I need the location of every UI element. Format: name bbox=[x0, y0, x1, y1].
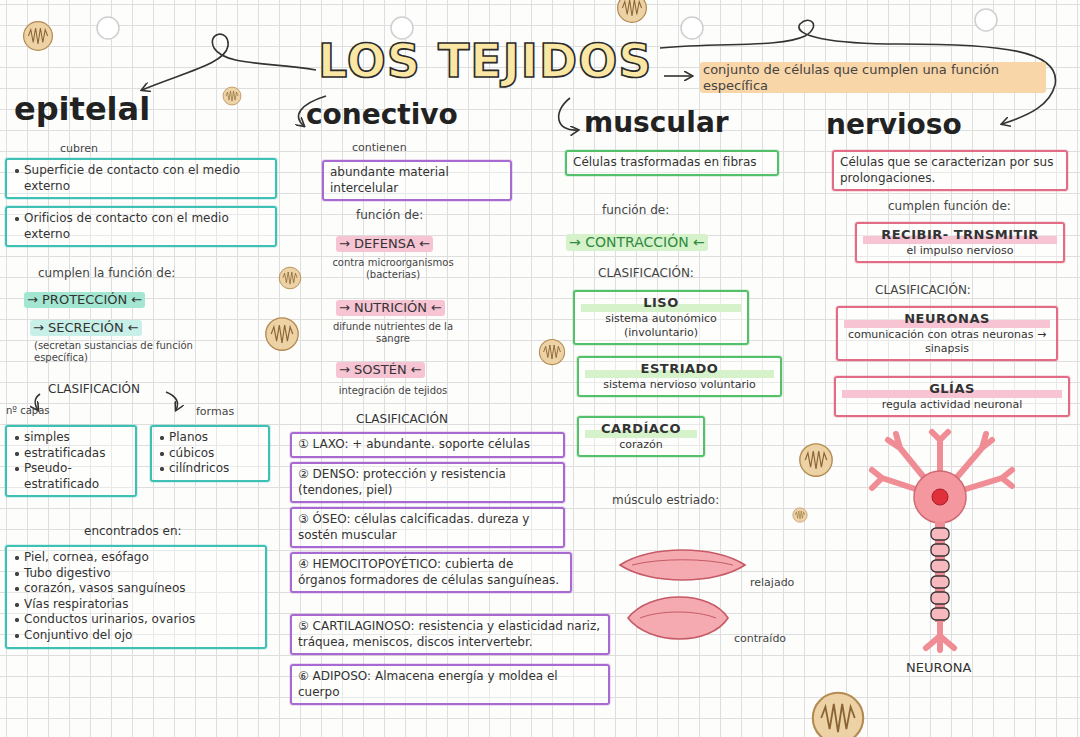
note-label: → CONTRACCIÓN ← bbox=[566, 234, 708, 251]
note-box: Células que se caracterizan por sus prol… bbox=[832, 150, 1068, 191]
box-text: Conductos urinarios, ovarios bbox=[13, 612, 259, 628]
note-label: difunde nutrientes de la sangre bbox=[318, 321, 468, 345]
box-heading: RECIBIR- TRNSMITIR bbox=[863, 227, 1057, 244]
note-box: NEURONAScomunicación con otras neuronas … bbox=[836, 306, 1058, 361]
box-heading: ESTRIADO bbox=[585, 361, 774, 378]
note-label: cumplen función de: bbox=[888, 199, 1011, 213]
box-text: corazón bbox=[585, 438, 697, 452]
note-label: → PROTECCIÓN ← bbox=[24, 292, 145, 308]
note-label: cubren bbox=[60, 142, 98, 155]
box-text: sistema nervioso voluntario bbox=[585, 378, 774, 392]
note-box: Células trasformadas en fibras bbox=[565, 150, 779, 176]
note-box: abundante material intercelular bbox=[322, 160, 512, 201]
note-box: CARDÍACOcorazón bbox=[577, 416, 705, 457]
note-label: cumplen la función de: bbox=[38, 266, 175, 280]
note-box: Piel, cornea, esófagoTubo digestivocoraz… bbox=[5, 545, 267, 649]
note-box: ⑤ CARTILAGINOSO: resistencia y elasticid… bbox=[290, 614, 610, 655]
note-label: NEURONA bbox=[906, 660, 971, 676]
column-heading: epitelal bbox=[14, 90, 150, 128]
note-label: encontrados en: bbox=[84, 524, 182, 538]
hole-punch bbox=[97, 9, 997, 39]
note-label: integración de tejidos bbox=[318, 385, 468, 397]
column-heading: muscular bbox=[584, 106, 729, 140]
box-text: ⑥ ADIPOSO: Almacena energía y moldea el … bbox=[298, 669, 602, 700]
box-text: Pseudo-estratificado bbox=[13, 461, 129, 492]
note-label: nº capas bbox=[6, 405, 50, 417]
note-label: CLASIFICACIÓN bbox=[48, 382, 140, 396]
note-label: → SECRECIÓN ← bbox=[30, 320, 142, 336]
note-label: función de: bbox=[356, 208, 423, 222]
box-text: Piel, cornea, esófago bbox=[13, 550, 259, 566]
box-text: Células trasformadas en fibras bbox=[573, 155, 771, 171]
note-label: contienen bbox=[352, 141, 407, 154]
box-text: corazón, vasos sanguíneos bbox=[13, 581, 259, 597]
box-heading: NEURONAS bbox=[844, 311, 1050, 328]
column-heading: conectivo bbox=[306, 98, 458, 132]
note-label: CLASIFICACIÓN: bbox=[598, 266, 694, 280]
note-box: ③ ÓSEO: células calcificadas. dureza y s… bbox=[290, 507, 565, 548]
note-box: RECIBIR- TRNSMITIRel impulso nervioso bbox=[855, 222, 1065, 263]
box-text: Células que se caracterizan por sus prol… bbox=[840, 155, 1060, 186]
box-text: Superficie de contacto con el medio exte… bbox=[13, 163, 269, 194]
note-label: relajado bbox=[750, 576, 794, 589]
box-text: Orificios de contacto con el medio exter… bbox=[13, 211, 269, 242]
note-label: → DEFENSA ← bbox=[336, 236, 433, 252]
box-text: estratificadas bbox=[13, 446, 129, 462]
note-label: formas bbox=[196, 405, 234, 418]
note-box: ② DENSO: protección y resistencia (tendo… bbox=[290, 462, 565, 503]
note-label: → SOSTÉN ← bbox=[336, 362, 425, 378]
note-label: contra microorganismos (bacterias) bbox=[318, 257, 468, 281]
box-text: el impulso nervioso bbox=[863, 244, 1057, 258]
note-box: ESTRIADOsistema nervioso voluntario bbox=[577, 356, 782, 397]
note-box: Superficie de contacto con el medio exte… bbox=[5, 158, 277, 199]
muscle-illustration bbox=[620, 550, 745, 639]
note-label: músculo estriado: bbox=[612, 493, 719, 507]
note-box: LISOsistema autonómico (involuntario) bbox=[573, 290, 749, 345]
note-box: ① LAXO: + abundante. soporte células bbox=[290, 432, 565, 458]
title: LOS TEJIDOS bbox=[318, 36, 652, 87]
box-text: Vías respiratorias bbox=[13, 597, 259, 613]
note-label: → NUTRICIÓN ← bbox=[336, 300, 445, 316]
box-text: Tubo digestivo bbox=[13, 566, 259, 582]
note-label: CLASIFICACIÓN: bbox=[875, 283, 971, 297]
box-text: simples bbox=[13, 430, 129, 446]
note-label: conjunto de células que cumplen una func… bbox=[700, 62, 1046, 93]
box-text: sistema autonómico (involuntario) bbox=[581, 312, 741, 341]
box-text: ② DENSO: protección y resistencia (tendo… bbox=[298, 467, 557, 498]
box-text: Planos bbox=[158, 430, 262, 446]
box-text: Conjuntivo del ojo bbox=[13, 628, 259, 644]
note-box: ⑥ ADIPOSO: Almacena energía y moldea el … bbox=[290, 664, 610, 705]
column-heading: nervioso bbox=[826, 108, 962, 142]
box-text: ④ HEMOCITOPOYÉTICO: cubierta de órganos … bbox=[298, 557, 564, 588]
box-text: ⑤ CARTILAGINOSO: resistencia y elasticid… bbox=[298, 619, 602, 650]
note-box: ④ HEMOCITOPOYÉTICO: cubierta de órganos … bbox=[290, 552, 572, 593]
box-text: cúbicos bbox=[158, 446, 262, 462]
box-text: abundante material intercelular bbox=[330, 165, 504, 196]
box-heading: CARDÍACO bbox=[585, 421, 697, 438]
note-box: simplesestratificadasPseudo-estratificad… bbox=[5, 425, 137, 497]
neuron-illustration bbox=[872, 432, 1012, 650]
box-text: ③ ÓSEO: células calcificadas. dureza y s… bbox=[298, 512, 557, 543]
note-box: Orificios de contacto con el medio exter… bbox=[5, 206, 277, 247]
box-text: comunicación con otras neuronas → sinaps… bbox=[844, 328, 1050, 357]
box-heading: LISO bbox=[581, 295, 741, 312]
box-heading: GLÍAS bbox=[842, 381, 1062, 398]
note-label: (secretan sustancias de función específi… bbox=[34, 340, 209, 364]
note-label: CLASIFICACIÓN bbox=[356, 412, 448, 426]
note-label: contraído bbox=[734, 632, 786, 645]
note-label: función de: bbox=[602, 203, 669, 217]
box-text: regula actividad neuronal bbox=[842, 398, 1062, 412]
note-box: Planoscúbicoscilíndricos bbox=[150, 425, 270, 482]
note-box: GLÍASregula actividad neuronal bbox=[834, 376, 1070, 417]
box-text: cilíndricos bbox=[158, 461, 262, 477]
box-text: ① LAXO: + abundante. soporte células bbox=[298, 437, 557, 453]
